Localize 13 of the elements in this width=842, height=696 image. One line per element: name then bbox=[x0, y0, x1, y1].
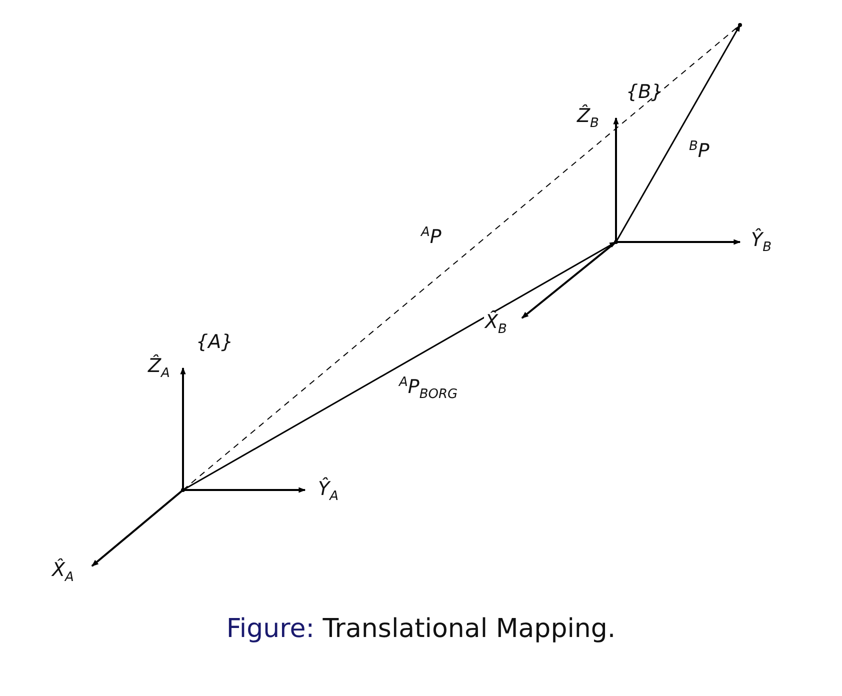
origin-point bbox=[614, 240, 618, 244]
axis-label: X̂$_{A}$ bbox=[52, 560, 74, 586]
axis-label: Ŷ$_{A}$ bbox=[318, 479, 339, 504]
vector-arrow bbox=[615, 24, 741, 242]
vector-arrow bbox=[182, 241, 617, 491]
axis-label: Ẑ$_{A}$ bbox=[148, 356, 170, 382]
axis-label: Ẑ$_{B}$ bbox=[577, 106, 599, 132]
point bbox=[738, 23, 742, 27]
frame-label: {B} bbox=[626, 82, 664, 103]
frame-label: {A} bbox=[196, 332, 234, 353]
axis-label: Ŷ$_{B}$ bbox=[751, 230, 772, 256]
figure-caption: Figure: Translational Mapping. bbox=[225, 614, 617, 644]
origin-point bbox=[181, 488, 185, 492]
